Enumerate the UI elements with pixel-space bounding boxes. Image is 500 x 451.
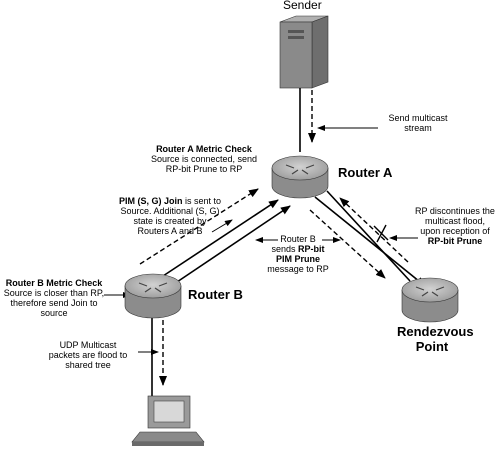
udp-flood-line: shared tree [65,360,111,370]
rp-prune-dashed-arrow [339,197,409,263]
pim-join-line: Source. Additional (S, G) [120,206,220,216]
router-b-metric-note: Router B Metric Check Source is closer t… [0,278,108,318]
rp-label-line2: Point [415,339,449,354]
router-a-to-rp-link [314,196,426,287]
send-stream-line: Send multicast [388,113,448,123]
router-a-icon [271,155,329,199]
rp-label: Rendezvous Point [397,324,474,354]
router-a-metric-title: Router A Metric Check [156,144,252,154]
router-b-metric-line: Source is closer than RP, [3,288,105,298]
udp-flood-note: UDP Multicast packets are flood to share… [40,340,136,370]
pim-join-dashed-arrow [139,188,259,265]
router-b-sends-plain: sends [271,244,299,254]
router-a-metric-note: Router A Metric Check Source is connecte… [142,144,266,174]
pim-join-title: PIM (S, G) Join [118,196,183,206]
router-b-sends-line4: message to RP [267,264,329,274]
router-b-sends-pim-prune: PIM Prune [275,254,320,264]
rp-to-router-a-link [326,190,411,282]
router-b-metric-line: therefore send Join to [10,298,98,308]
pim-join-line: state is created by [133,216,207,226]
pim-join-title-rest: is sent to [182,196,222,206]
send-stream-line: stream [404,123,432,133]
router-b-sends-line1: Router B [280,234,316,244]
udp-flood-line: packets are flood to [48,350,128,360]
rp-discontinues-line: multicast flood, [424,216,486,226]
pim-join-pointer [211,219,233,233]
receiver-workstation-icon [131,395,205,446]
rp-discontinues-note: RP discontinues the multicast flood, upo… [410,206,500,246]
pim-join-note: PIM (S, G) Join is sent to Source. Addit… [110,196,230,236]
router-b-metric-title: Router B Metric Check [5,278,103,288]
sender-server-icon [279,15,329,89]
sender-label: Sender [283,0,322,12]
rp-discontinues-bold: RP-bit Prune [427,236,483,246]
rp-discontinues-line: RP discontinues the [415,206,495,216]
udp-flood-line: UDP Multicast [59,340,117,350]
router-b-label: Router B [188,287,243,302]
router-b-sends-bold: RP-bit [298,244,325,254]
router-b-icon [124,273,182,319]
router-a-metric-line: RP-bit Prune to RP [165,164,243,174]
router-b-sends-note: Router B sends RP-bit PIM Prune message … [262,234,334,274]
router-a-metric-line: Source is connected, send [150,154,258,164]
router-b-to-a-link-2 [173,205,291,285]
rendezvous-point-router-icon [401,277,459,323]
router-a-label: Router A [338,165,393,180]
send-stream-note: Send multicast stream [378,113,458,133]
pim-join-line: Routers A and B [137,226,203,236]
rp-discontinues-line: upon reception of [420,226,490,236]
rp-label-line1: Rendezvous [397,324,474,339]
a-to-rp-dashed-arrow [309,209,386,279]
router-b-metric-line: source [40,308,68,318]
router-b-to-a-link-1 [162,199,279,277]
